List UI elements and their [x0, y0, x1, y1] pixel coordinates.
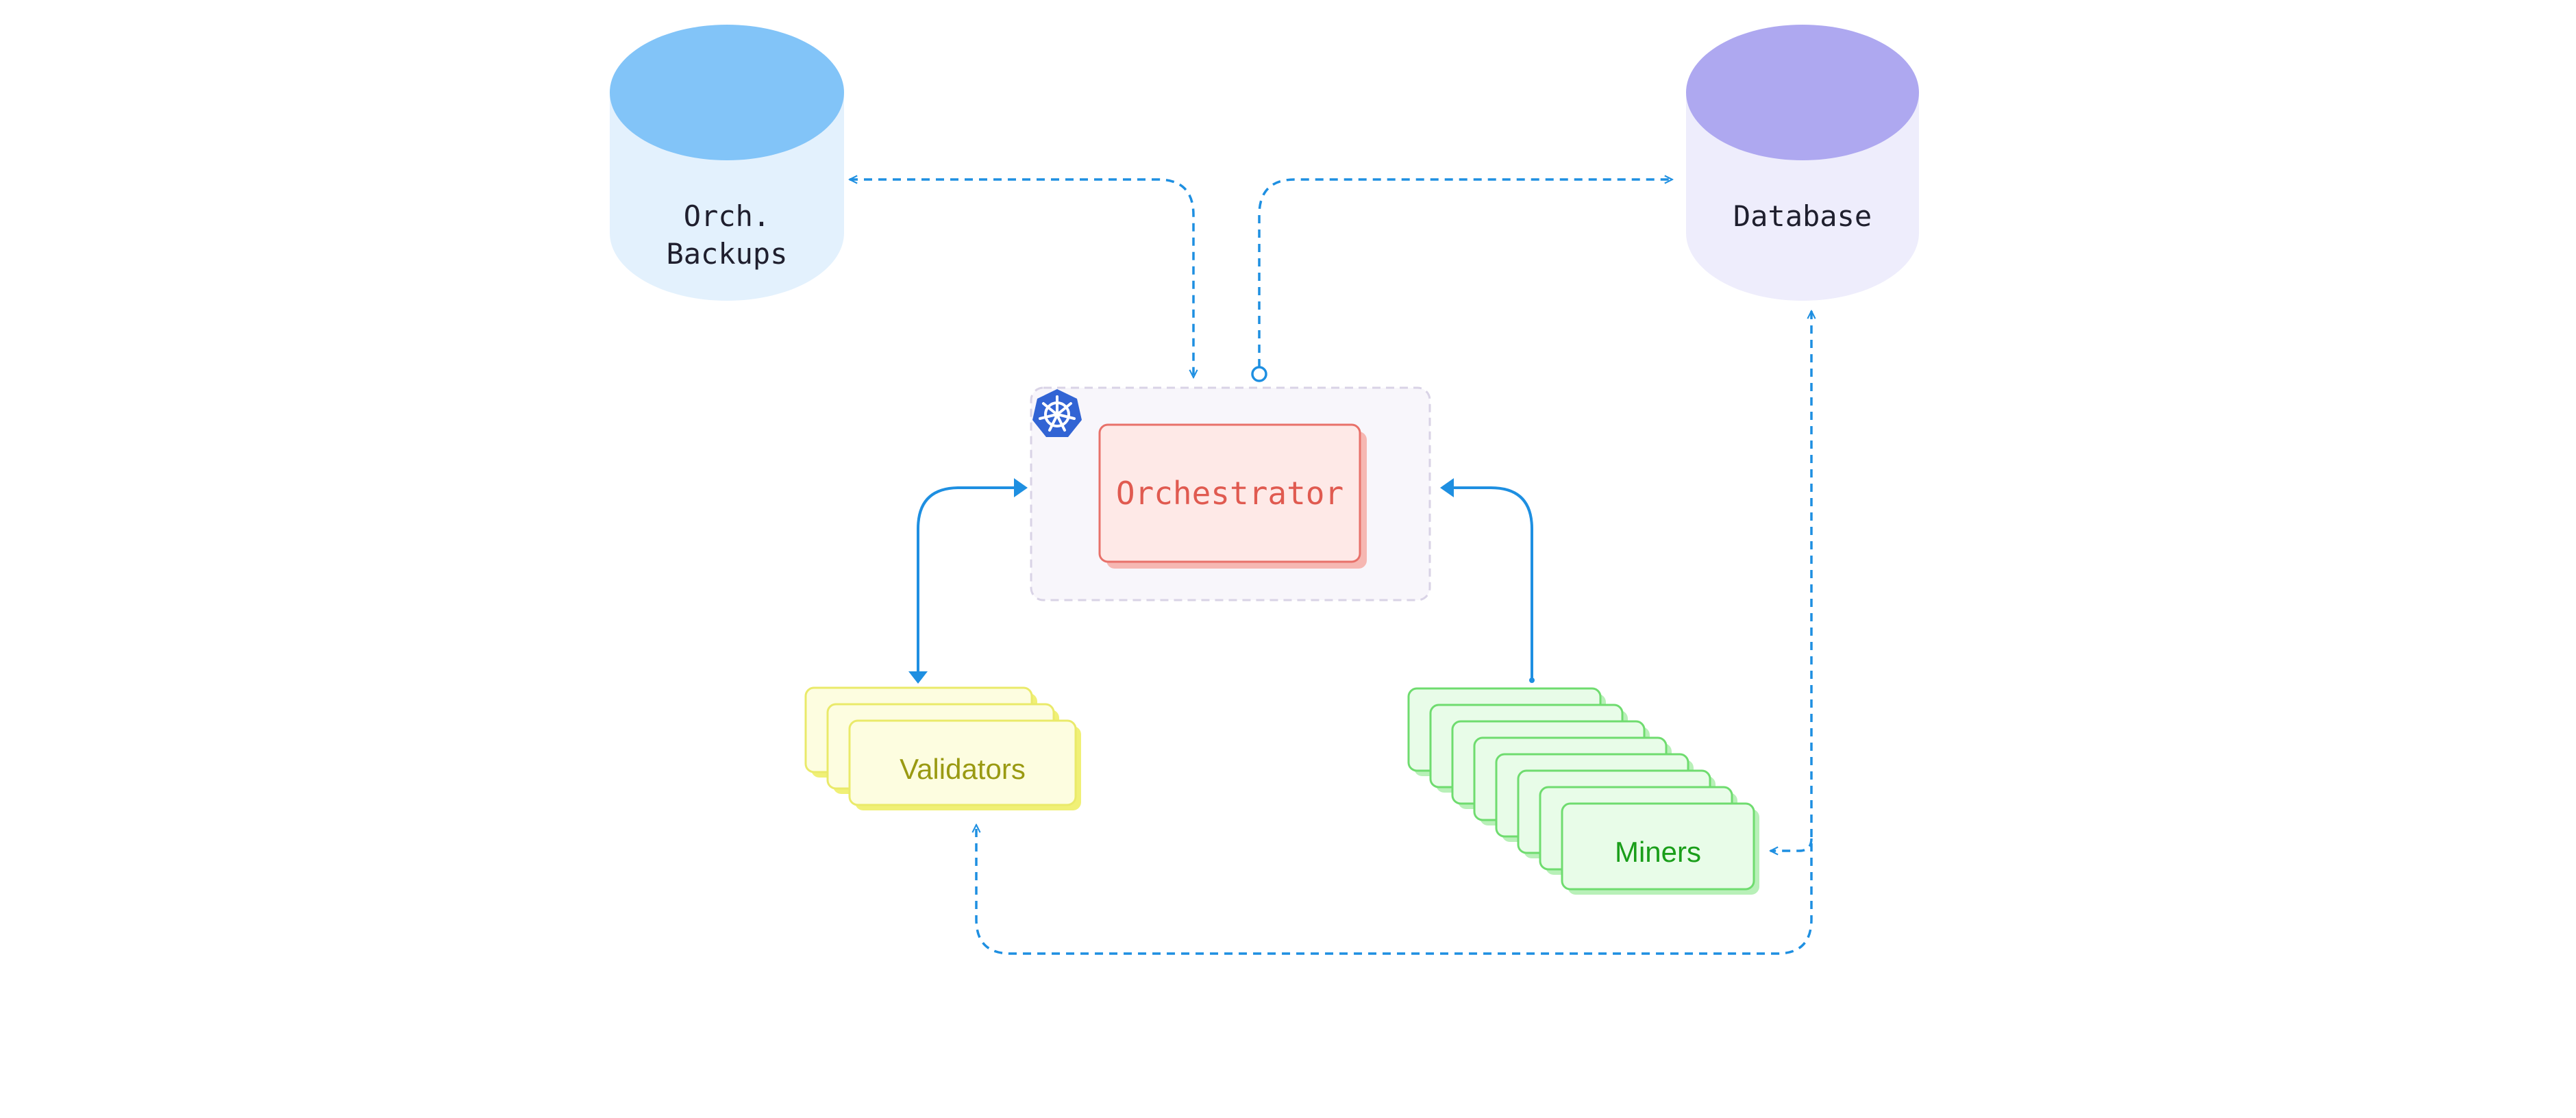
connector-orchestrator-database [1258, 179, 1672, 367]
miners-stack[interactable]: Miners [1407, 687, 1759, 895]
validators-stack[interactable]: Validators [804, 686, 1081, 810]
arrowhead-validators-down [908, 671, 928, 684]
orchestrator-node[interactable]: Orchestrator [1098, 423, 1367, 569]
connector-database-miners [1770, 838, 1813, 851]
orchestrator-label: Orchestrator [1116, 475, 1343, 512]
connector-validators-orchestrator [917, 486, 1014, 671]
database-label: Database [1733, 199, 1872, 233]
connector-orchestrator-backups [850, 179, 1193, 377]
orch-backups-top [610, 25, 844, 160]
validators-label: Validators [900, 753, 1026, 785]
arrowhead-orchestrator-right-in [1440, 478, 1454, 497]
kubernetes-cluster: Orchestrator [1030, 386, 1431, 601]
connector-origin-dot [1251, 366, 1267, 382]
database-top [1686, 25, 1919, 160]
database-cylinder[interactable]: Database [1686, 25, 1919, 301]
connector-database-validators [976, 311, 1811, 955]
orch-backups-cylinder[interactable]: Orch. Backups [610, 25, 844, 301]
connector-miners-orchestrator [1454, 486, 1533, 680]
orch-backups-label-line1: Orch. [684, 199, 770, 233]
miners-label: Miners [1615, 836, 1701, 868]
orch-backups-label-line2: Backups [666, 237, 787, 271]
arrowhead-orchestrator-left-in [1014, 478, 1028, 497]
connector-miners-origin [1529, 678, 1535, 683]
